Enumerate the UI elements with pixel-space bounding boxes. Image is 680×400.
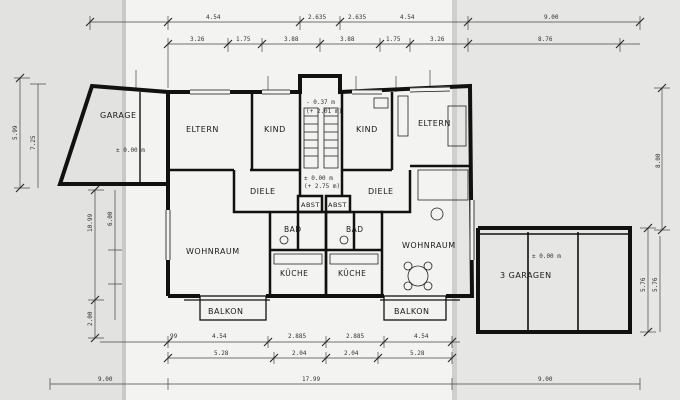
balconies: [184, 295, 460, 321]
dim-bot2-0: 5.28: [214, 350, 229, 357]
dimension-lines: [14, 16, 670, 390]
dim-top1-0: 4.54: [206, 14, 221, 21]
dim-top2-2: 3.88: [284, 36, 299, 43]
dim-top1-3: 4.54: [400, 14, 415, 21]
room-label-wohnraum-left: WOHNRAUM: [186, 247, 240, 256]
dim-left-3: 6.00: [107, 211, 114, 226]
dim-top2-1: 1.75: [236, 36, 251, 43]
room-label-eltern-right: ELTERN: [418, 119, 451, 128]
room-labels: GARAGE ELTERN KIND KIND ELTERN DIELE DIE…: [100, 111, 552, 316]
dim-left-4: 2.00: [87, 311, 94, 326]
dim-top2-4: 1.75: [386, 36, 401, 43]
room-label-eltern-left: ELTERN: [186, 125, 219, 134]
dim-right-0: 8.00: [655, 153, 662, 168]
fold-shadow-left: [122, 0, 126, 400]
level-annotations: ± 0.00 m - 0.37 m (+ 2.01 m) ± 0.00 m (+…: [116, 99, 561, 260]
room-label-wohnraum-right: WOHNRAUM: [402, 241, 456, 250]
window-frames: [165, 86, 475, 260]
dim-top2-6: 8.76: [538, 36, 553, 43]
dim-bot1-1: 4.54: [212, 333, 227, 340]
paper-sheet-left: [0, 0, 125, 400]
room-label-diele-left: DIELE: [250, 187, 276, 196]
dim-right-2: 5.76: [652, 277, 659, 292]
room-label-diele-right: DIELE: [368, 187, 394, 196]
staircase: [303, 107, 339, 169]
room-label-kind-right: KIND: [356, 125, 378, 134]
room-label-3-garagen: 3 GARAGEN: [500, 271, 552, 280]
dim-left-1: 7.25: [30, 135, 37, 150]
level-garage-left: ± 0.00 m: [116, 147, 145, 154]
interior-walls: [139, 92, 628, 330]
room-label-balkon-left: BALKON: [208, 307, 244, 316]
dimension-text-bottom: 99 4.54 2.885 2.885 4.54 5.28 2.04 2.04 …: [98, 333, 553, 383]
dim-top1-2: 2.635: [348, 14, 366, 21]
dim-bot1-0: 99: [170, 333, 178, 340]
dimension-ticks: [15, 17, 667, 363]
room-label-kueche-right: KÜCHE: [338, 269, 366, 278]
level-stair-top-2: (+ 2.01 m): [306, 108, 342, 115]
dim-total-2: 9.00: [538, 376, 553, 383]
room-label-abst-right: ABST: [328, 201, 347, 209]
level-stair-mid-1: ± 0.00 m: [304, 175, 333, 182]
level-stair-top-1: - 0.37 m: [306, 99, 335, 106]
room-label-bad-right: BAD: [346, 225, 364, 234]
paper-sheet-middle: [125, 0, 455, 400]
dim-top2-0: 3.26: [190, 36, 205, 43]
dim-total-0: 9.00: [98, 376, 113, 383]
level-3-garagen: ± 0.00 m: [532, 253, 561, 260]
level-stair-mid-2: (+ 2.75 m): [304, 183, 340, 190]
room-label-abst-left: ABST: [301, 201, 320, 209]
dim-bot2-3: 5.28: [410, 350, 425, 357]
dim-bot2-1: 2.04: [292, 350, 307, 357]
dim-left-0: 5.99: [12, 125, 19, 140]
dimension-text-sides: 5.99 7.25 10.99 6.00 2.00 8.00 5.76 5.76: [12, 125, 662, 326]
dim-total-1: 17.99: [302, 376, 320, 383]
dim-top2-3: 3.88: [340, 36, 355, 43]
dim-bot2-2: 2.04: [344, 350, 359, 357]
room-label-kind-left: KIND: [264, 125, 286, 134]
dim-top2-5: 3.26: [430, 36, 445, 43]
dim-bot1-4: 4.54: [414, 333, 429, 340]
dim-bot1-3: 2.885: [346, 333, 364, 340]
room-label-garage-left: GARAGE: [100, 111, 137, 120]
furniture: [273, 95, 469, 291]
dim-top1-1: 2.635: [308, 14, 326, 21]
dim-top1-4: 9.00: [544, 14, 559, 21]
window-openings: [165, 86, 475, 260]
dim-left-2: 10.99: [87, 214, 94, 232]
dimension-text-top: 4.54 2.635 2.635 4.54 9.00 3.26 1.75 3.8…: [190, 14, 559, 43]
room-label-balkon-right: BALKON: [394, 307, 430, 316]
room-label-kueche-left: KÜCHE: [280, 269, 308, 278]
dim-bot1-2: 2.885: [288, 333, 306, 340]
dim-right-1: 5.76: [640, 277, 647, 292]
room-label-bad-left: BAD: [284, 225, 302, 234]
